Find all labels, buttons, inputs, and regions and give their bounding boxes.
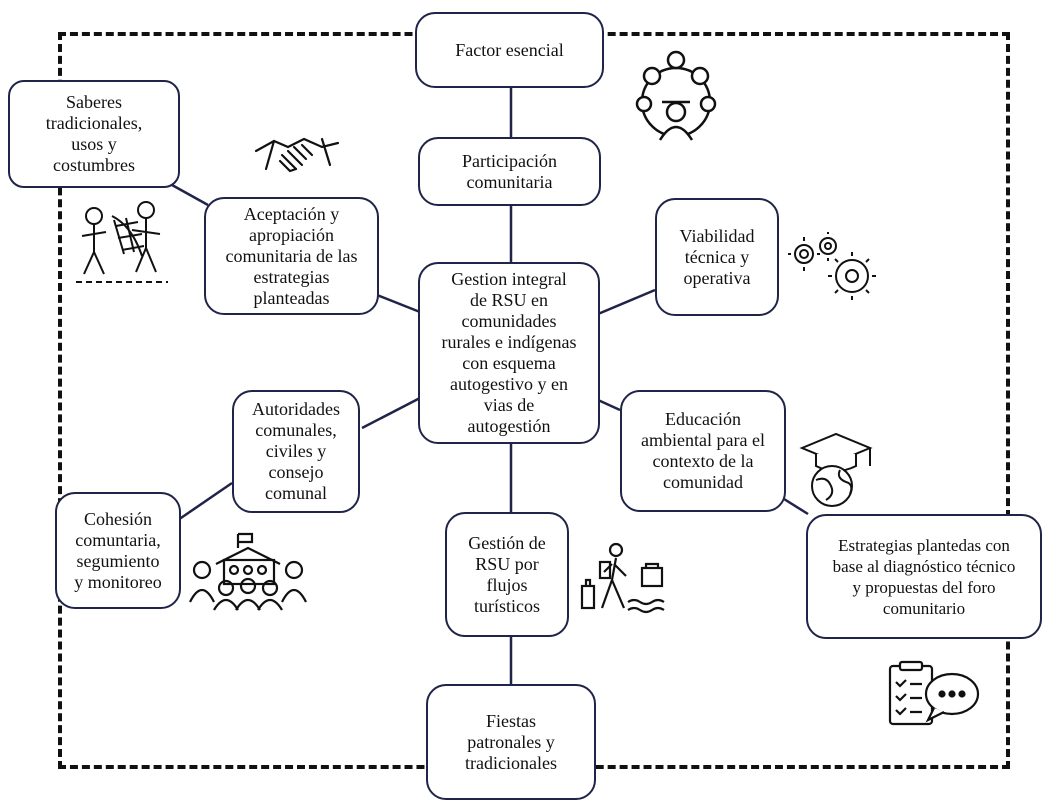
node-participacion-comunitaria: Participación comunitaria (418, 137, 601, 206)
link-autoridades-center (361, 396, 421, 430)
link-aceptacion-center (376, 293, 421, 314)
link-center-viabilidad (597, 288, 656, 316)
checklist-chat-icon (888, 660, 980, 726)
node-aceptacion-apropiacion: Aceptación y apropiación comunitaria de … (204, 197, 379, 315)
fishermen-net-icon (76, 201, 168, 283)
link-educacion-estrategias (783, 497, 809, 516)
node-saberes-tradicionales: Saberes tradicionales, usos y costumbres (8, 80, 180, 188)
gears-icon (788, 232, 876, 300)
node-gestion-rsu-flujos: Gestión de RSU por flujos turísticos (445, 512, 569, 637)
community-circle-icon (635, 50, 717, 141)
node-fiestas-patronales: Fiestas patronales y tradicionales (426, 684, 596, 800)
node-factor-esencial: Factor esencial (415, 12, 604, 88)
community-school-icon (189, 532, 307, 611)
node-educacion-ambiental: Educación ambiental para el contexto de … (620, 390, 786, 512)
link-saberes-aceptacion (171, 183, 209, 207)
node-cohesion-comunitaria: Cohesión comuntaria, segumiento y monito… (55, 492, 181, 609)
traveler-luggage-icon (580, 542, 665, 614)
link-center-educacion (597, 398, 621, 412)
node-estrategias-plantedas: Estrategias plantedas con base al diagnó… (806, 514, 1042, 639)
node-viabilidad-tecnica: Viabilidad técnica y operativa (655, 198, 779, 316)
graduation-globe-icon (799, 432, 873, 507)
node-center-gestion-integral: Gestion integral de RSU en comunidades r… (418, 262, 600, 444)
handshake-icon (254, 137, 340, 173)
node-autoridades-comunales: Autoridades comunales, civiles y consejo… (232, 390, 360, 513)
link-cohesion-autoridades (177, 481, 233, 522)
